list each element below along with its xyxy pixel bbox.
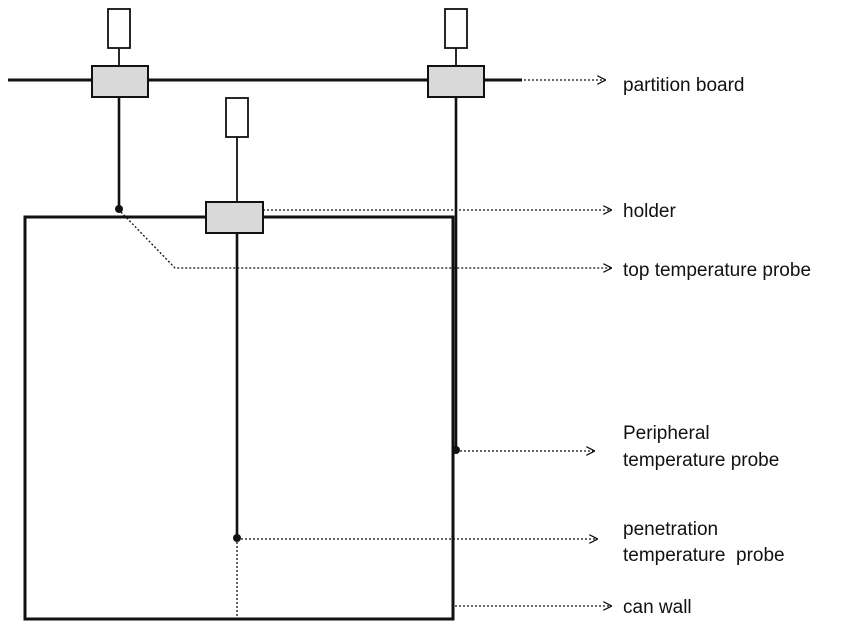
label-holder: holder (623, 201, 676, 222)
penetration-probe-tip (233, 534, 241, 542)
label-peripheral-line-1: Peripheral (623, 423, 710, 444)
top-probe-assembly (91, 8, 149, 213)
label-partition-board: partition board (623, 75, 744, 96)
label-top-temperature-probe: top temperature probe (623, 260, 811, 281)
peripheral-probe-tip (452, 446, 460, 454)
peripheral-probe-assembly (427, 8, 485, 454)
can-wall-box (23, 215, 455, 621)
label-peripheral-line-2: temperature probe (623, 450, 779, 471)
probe-connector (107, 8, 131, 49)
holder-block (205, 201, 264, 234)
label-can-wall: can wall (623, 597, 692, 618)
top-probe-leader (120, 211, 611, 268)
label-penetration-line-1: penetration (623, 519, 718, 540)
probe-clamp (427, 65, 485, 98)
probe-clamp (91, 65, 149, 98)
probe-connector (225, 97, 249, 138)
top-probe-tip (115, 205, 123, 213)
label-penetration-line-2: temperature probe (623, 545, 785, 566)
probe-connector (444, 8, 468, 49)
penetration-probe-assembly (205, 97, 264, 619)
